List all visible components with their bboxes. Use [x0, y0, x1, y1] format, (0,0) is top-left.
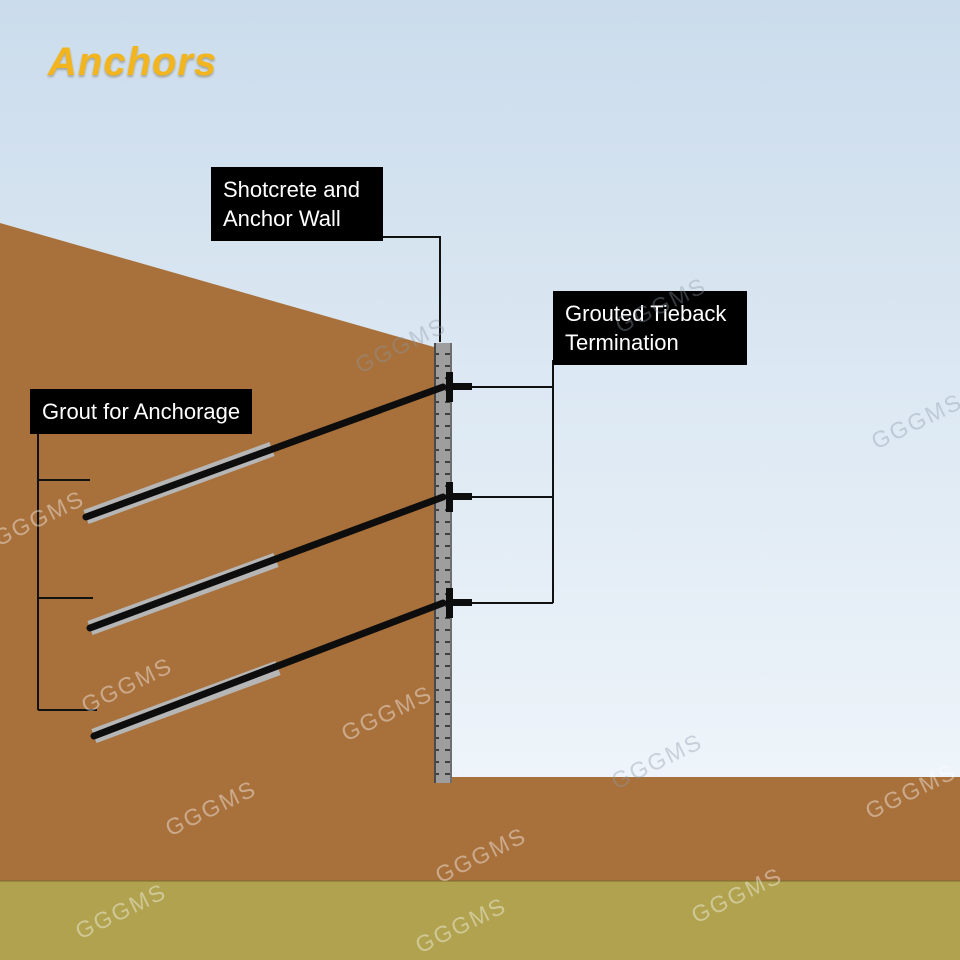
anchor-assembly-1: [82, 372, 472, 525]
anchor-assembly-3: [90, 588, 472, 744]
tieback-head-stub-1: [448, 383, 472, 390]
anchor-assembly-2: [86, 482, 472, 636]
page-title: Anchors: [48, 40, 218, 84]
subsoil-layer: [0, 881, 960, 960]
label-shotcrete-anchor-wall: Shotcrete and Anchor Wall: [211, 167, 383, 242]
anchor-rod-2: [86, 493, 447, 632]
shotcrete-anchor-wall: [434, 343, 452, 783]
anchor-rod-1: [82, 383, 447, 521]
label-grout-for-anchorage: Grout for Anchorage: [30, 389, 253, 435]
leader-tieback: [472, 360, 554, 604]
tieback-head-stub-3: [448, 599, 472, 606]
anchor-rod-3: [90, 599, 447, 740]
tieback-head-stub-2: [448, 493, 472, 500]
leader-grout: [37, 421, 97, 711]
leader-shotcrete: [381, 236, 441, 342]
soil-mass: [0, 223, 960, 881]
label-grouted-tieback-termination: Grouted Tieback Termination: [553, 291, 747, 366]
